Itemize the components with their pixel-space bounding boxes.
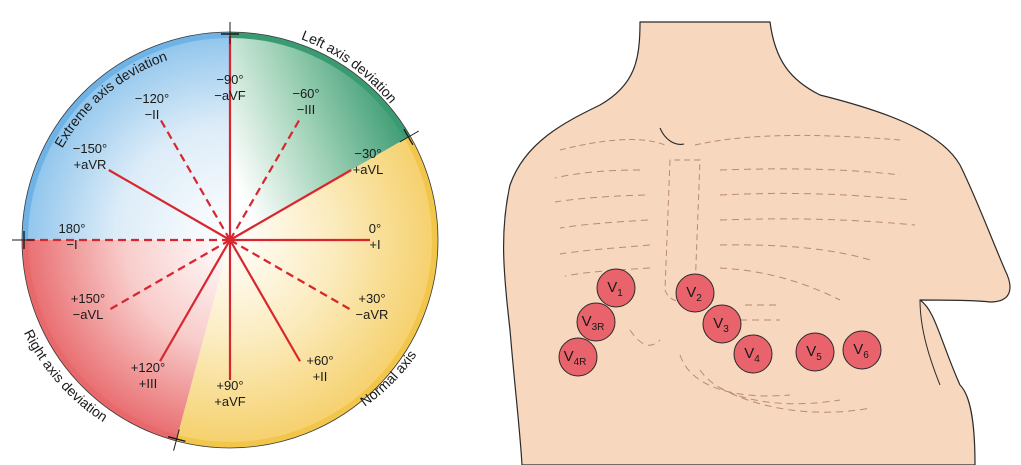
electrode-circle bbox=[702, 304, 742, 344]
electrode-circle bbox=[596, 268, 636, 308]
ribs bbox=[554, 168, 916, 413]
armpit-line bbox=[919, 299, 941, 386]
left-clavicle bbox=[694, 134, 901, 146]
electrode-circle bbox=[795, 332, 835, 372]
electrode-V3: V3 bbox=[702, 304, 742, 344]
lead-line-5 bbox=[229, 239, 301, 362]
electrode-circle bbox=[576, 302, 616, 342]
rim-normal bbox=[176, 136, 438, 448]
sector-extreme bbox=[26, 36, 230, 240]
electrode-V4: V4 bbox=[733, 334, 773, 374]
electrode-V3R: V3R bbox=[576, 302, 616, 342]
electrode-V6: V6 bbox=[842, 330, 882, 370]
lead-angle-label: +150° bbox=[71, 291, 105, 306]
boundary-tick-radial bbox=[173, 429, 180, 451]
lead-name-label: +aVL bbox=[353, 162, 384, 177]
lead-angle-label: −150° bbox=[73, 141, 107, 156]
lead-angle-label: −90° bbox=[216, 72, 243, 87]
lead-name-label: +I bbox=[369, 237, 380, 252]
electrode-V1: V1 bbox=[596, 268, 636, 308]
right-clavicle bbox=[559, 139, 666, 151]
lead-angle-label: +30° bbox=[358, 291, 385, 306]
torso-shape bbox=[502, 21, 1011, 465]
electrode-V2: V2 bbox=[675, 273, 715, 313]
lead-name-label: −III bbox=[297, 102, 315, 117]
lead-angle-label: −120° bbox=[135, 91, 169, 106]
sector-normal bbox=[177, 138, 435, 445]
lead-name-label: +aVF bbox=[214, 394, 245, 409]
lead-angle-label: −30° bbox=[354, 146, 381, 161]
rim-right bbox=[22, 239, 178, 441]
electrode-V4R: V4R bbox=[558, 337, 598, 377]
sternal-notch bbox=[659, 127, 685, 145]
electrode-circle bbox=[842, 330, 882, 370]
lead-line-11 bbox=[159, 118, 231, 241]
lead-angle-label: 180° bbox=[59, 221, 86, 236]
lead-line-8 bbox=[108, 239, 231, 311]
lead-line-10 bbox=[108, 169, 231, 241]
rim-left bbox=[229, 32, 411, 140]
rim-extreme bbox=[22, 32, 231, 241]
lead-name-label: −aVR bbox=[356, 307, 389, 322]
electrode-V5: V5 bbox=[795, 332, 835, 372]
lead-name-label: +II bbox=[313, 369, 328, 384]
lead-name-label: +III bbox=[139, 376, 157, 391]
boundary-tick-radial bbox=[399, 130, 420, 143]
lead-angle-label: 0° bbox=[369, 221, 381, 236]
sector-right bbox=[26, 240, 230, 438]
lead-line-1 bbox=[229, 118, 301, 241]
lead-angle-label: +120° bbox=[131, 360, 165, 375]
wheel-center-dot bbox=[226, 236, 234, 244]
lead-name-label: −aVL bbox=[73, 307, 104, 322]
lead-name-label: −I bbox=[66, 237, 77, 252]
lead-line-4 bbox=[229, 239, 352, 311]
electrode-circle bbox=[733, 334, 773, 374]
lead-name-label: −II bbox=[145, 107, 160, 122]
lead-angle-label: −60° bbox=[292, 86, 319, 101]
lead-line-7 bbox=[159, 239, 231, 362]
lead-angle-label: +90° bbox=[216, 378, 243, 393]
electrode-circle bbox=[675, 273, 715, 313]
axis-wheel: −90°−aVF −60°−III −30°+aVL 0°+I +30°−aVR +60°… bbox=[12, 22, 439, 451]
lead-name-label: −aVF bbox=[214, 88, 245, 103]
lead-name-label: +aVR bbox=[74, 157, 107, 172]
electrode-circle bbox=[558, 337, 598, 377]
lead-angle-label: +60° bbox=[306, 353, 333, 368]
lead-line-2 bbox=[229, 169, 352, 241]
